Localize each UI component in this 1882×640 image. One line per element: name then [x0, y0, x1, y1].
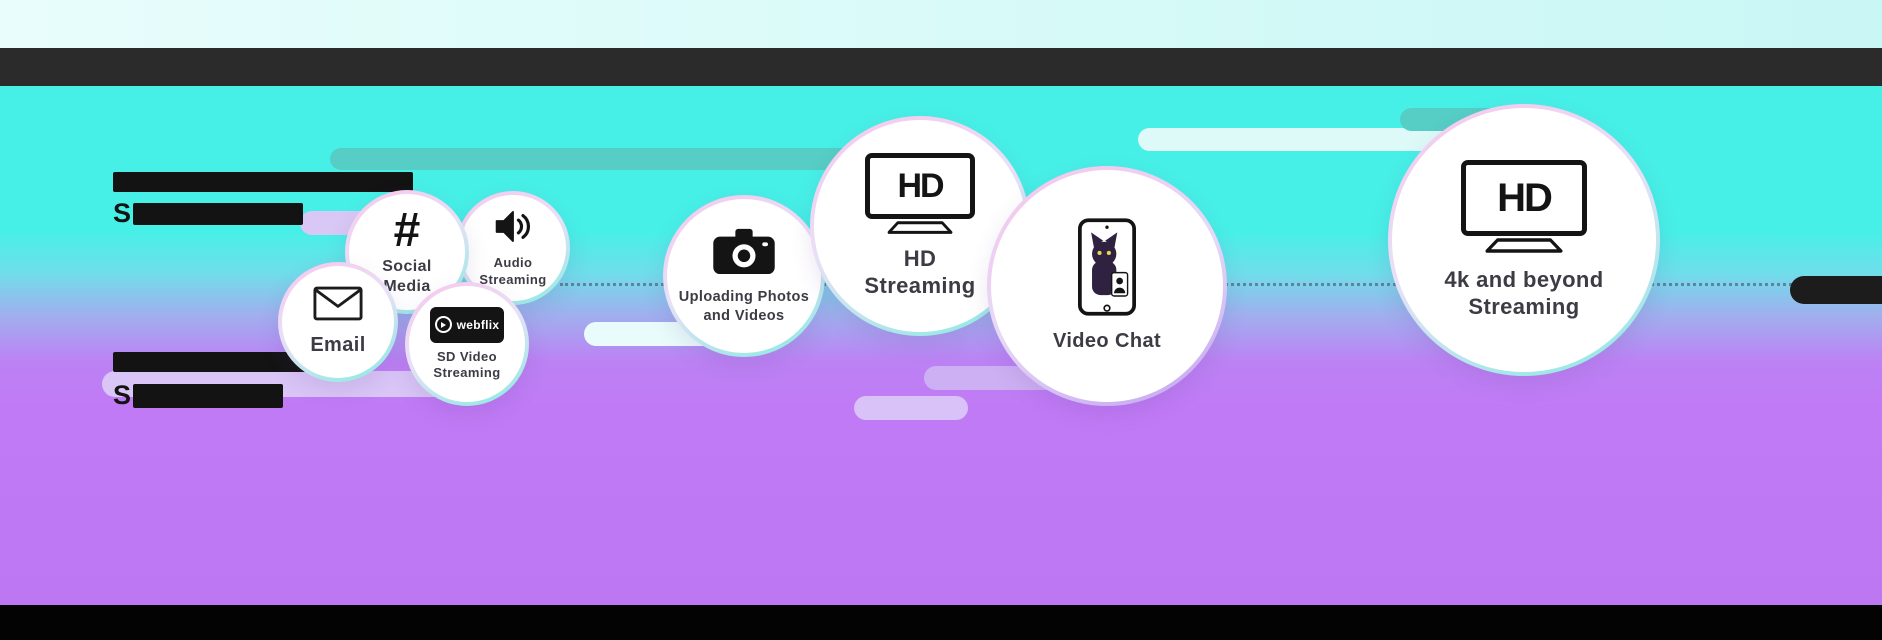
tv-stand [887, 220, 953, 234]
footer-bar [0, 605, 1882, 640]
bubble-label: Uploading Photos and Videos [678, 289, 810, 324]
bubble-video-chat: Video Chat [987, 166, 1227, 406]
decorative-pill [854, 396, 968, 420]
redacted-line [113, 352, 341, 382]
redacted-line: S [113, 382, 341, 409]
redaction-bar [113, 172, 413, 192]
play-icon [434, 316, 452, 334]
webflix-logo-text: webflix [456, 317, 500, 332]
bubble-label: 4k and beyond Streaming [1444, 266, 1604, 320]
bubble-hd-streaming: HD HD Streaming [810, 116, 1030, 336]
hd-logo-text: HD [897, 166, 944, 205]
redaction-bar [113, 352, 341, 372]
decorative-pill [330, 148, 860, 170]
video-chat-phone-icon [1078, 218, 1136, 321]
envelope-icon [313, 286, 363, 326]
speed-tier-text-redacted: S [113, 172, 413, 227]
bubble-audio-streaming: Audio Streaming [456, 191, 570, 305]
speed-tier-letter: S [113, 380, 132, 410]
redacted-pill [1790, 276, 1882, 304]
header-bar-redacted [0, 48, 1882, 86]
bubble-label: HD Streaming [864, 245, 976, 299]
hd-tv-icon: HD [1461, 159, 1587, 254]
speed-tier-letter: S [113, 198, 132, 228]
webflix-player-icon: webflix [430, 306, 504, 343]
decorative-pill [1138, 128, 1448, 151]
redaction-bar [133, 202, 304, 225]
bubble-email: Email [278, 262, 398, 382]
bubble-4k-streaming: HD 4k and beyond Streaming [1388, 104, 1660, 376]
hashtag-icon: # [393, 204, 421, 257]
camera-icon [712, 227, 776, 280]
bubble-label: SD Video Streaming [433, 348, 501, 380]
bubble-uploading-photos-videos: Uploading Photos and Videos [663, 195, 825, 357]
tv-screen: HD [865, 152, 975, 219]
redacted-line: S [113, 200, 413, 227]
tv-screen: HD [1461, 159, 1587, 236]
bubble-label: Video Chat [1052, 330, 1162, 352]
bubble-label: Audio Streaming [479, 255, 547, 287]
bubble-label: Social Media [382, 258, 432, 295]
hd-logo-text: HD [1497, 175, 1553, 220]
bubble-sd-video-streaming: webflix SD Video Streaming [405, 282, 529, 406]
bubble-label: Email [310, 334, 366, 356]
redacted-line [113, 172, 413, 200]
speed-tier-text-redacted: S [113, 352, 341, 409]
hd-tv-icon: HD [865, 152, 975, 235]
redaction-bar [133, 383, 284, 408]
top-strip [0, 0, 1882, 48]
speaker-icon [493, 208, 533, 250]
tv-stand [1485, 237, 1563, 253]
